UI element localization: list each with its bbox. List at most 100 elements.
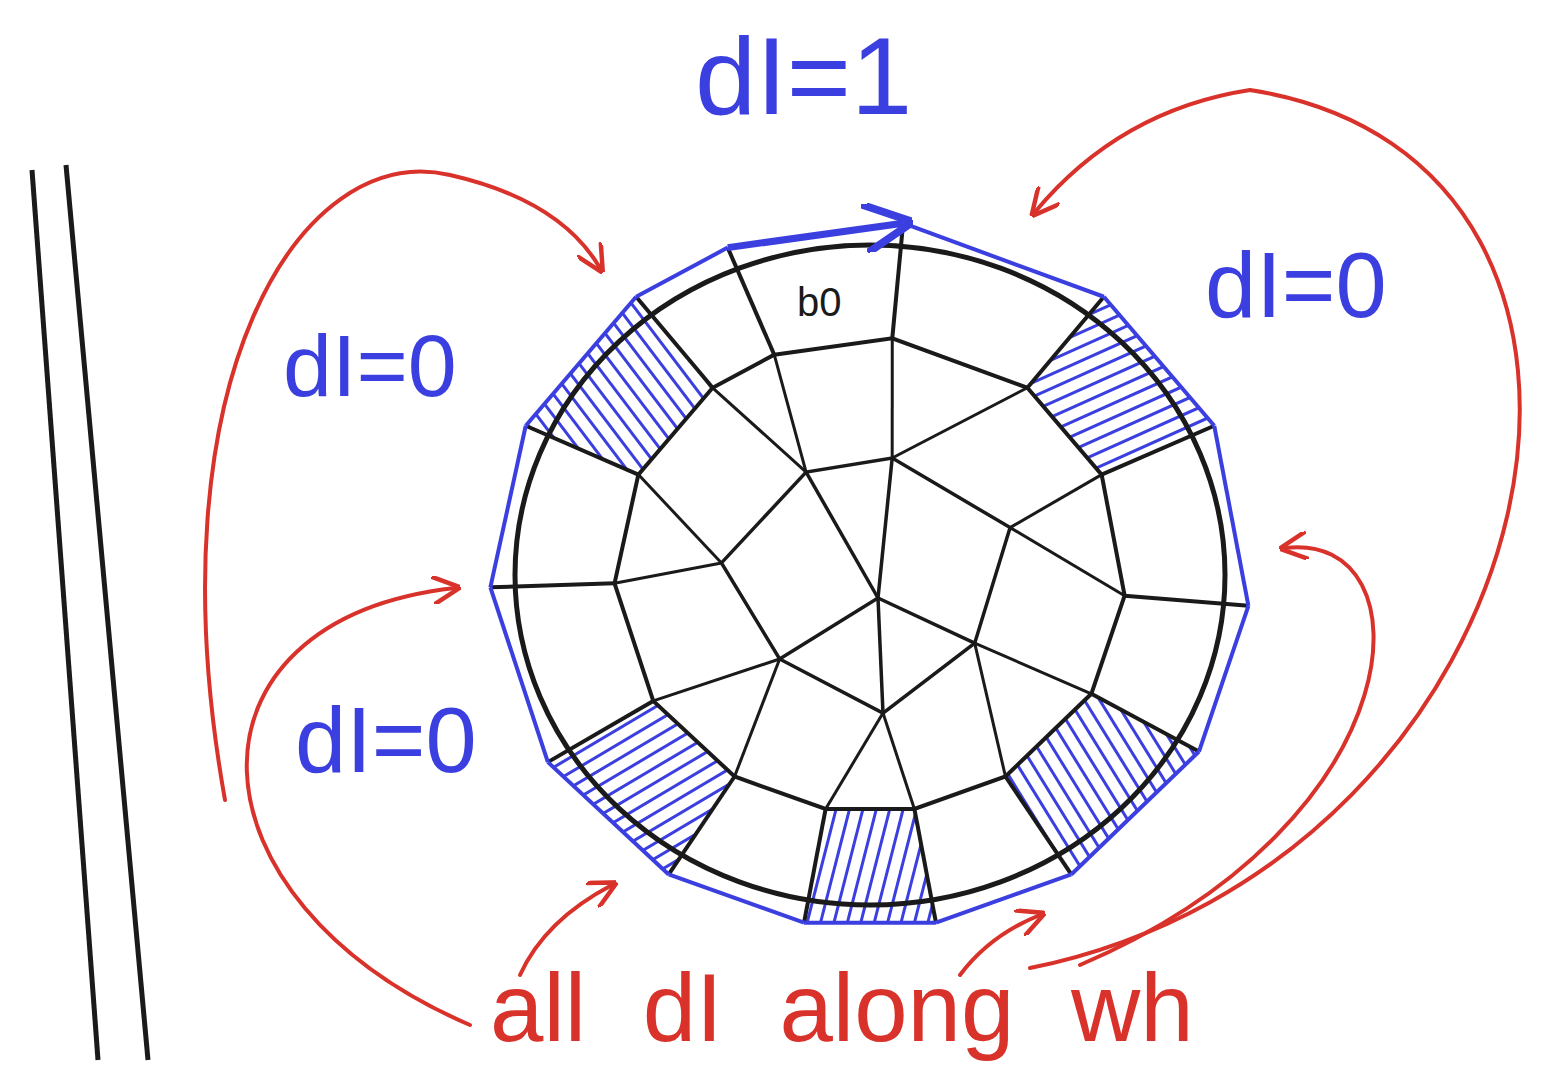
- boundary-segment: [936, 874, 1071, 922]
- map-edge: [891, 338, 894, 458]
- hatch-line: [522, 764, 866, 968]
- boundary-segment: [804, 921, 936, 925]
- map-edge: [669, 776, 735, 874]
- hatch-line: [425, 289, 667, 608]
- hatch-line: [509, 741, 853, 945]
- map-edge: [883, 713, 914, 809]
- hatch-line: [611, 148, 853, 467]
- map-edge: [653, 659, 779, 701]
- hatch-line: [951, 341, 1316, 505]
- boundary-segment: [1199, 606, 1248, 752]
- hatch-line: [455, 652, 799, 856]
- boundary-arrow: [728, 223, 903, 247]
- hatch-line: [1052, 574, 1262, 914]
- boundary-label: dI=0: [295, 690, 477, 791]
- hatch-line: [495, 719, 839, 923]
- boundary-label: dI=0: [283, 318, 457, 415]
- map-edge: [713, 388, 806, 472]
- boundary-segment: [1214, 426, 1248, 606]
- face-label: b0: [797, 280, 842, 324]
- hatch-line: [449, 641, 793, 845]
- hatch-line: [446, 273, 688, 592]
- map-edge: [615, 563, 722, 583]
- map-edge: [1005, 776, 1071, 874]
- disk-boundary: [515, 245, 1225, 905]
- map-edge: [878, 598, 975, 643]
- hatch-line: [518, 218, 760, 537]
- hatch-line: [456, 266, 698, 585]
- hatch-line: [871, 163, 1236, 327]
- hatch-line: [876, 175, 1241, 339]
- map-edge: [728, 248, 775, 355]
- hatch-line: [964, 628, 1174, 968]
- hatch-line: [591, 164, 833, 483]
- map-edge: [780, 598, 878, 659]
- hatch-line: [1108, 540, 1318, 880]
- hatch-line: [953, 635, 1163, 975]
- red-arrow: [205, 172, 600, 800]
- red-arrow: [1030, 90, 1520, 968]
- map-edge: [975, 643, 1092, 694]
- hatch-line: [982, 412, 1347, 576]
- margin-line: [66, 165, 148, 1060]
- map-edge: [526, 426, 639, 475]
- map-edge: [1125, 596, 1249, 606]
- hatch-line: [580, 171, 822, 490]
- hatch-line: [570, 179, 812, 498]
- hatch-line: [515, 752, 859, 956]
- map-edge: [878, 458, 892, 598]
- hatch-line: [945, 329, 1310, 493]
- red-arrow: [247, 588, 470, 1025]
- hatch-line: [972, 389, 1337, 553]
- map-edge: [804, 809, 826, 923]
- map-edge: [878, 598, 883, 713]
- map-edge: [735, 659, 780, 776]
- hatch-line: [539, 203, 781, 522]
- hatch-line: [1085, 553, 1295, 893]
- map-edge: [1010, 528, 1125, 596]
- hatch-line: [881, 187, 1246, 351]
- boundary-label: dI=0: [1205, 235, 1387, 336]
- hatch-line: [1074, 560, 1284, 900]
- boundary-segment: [669, 874, 804, 922]
- map-edge: [806, 472, 878, 598]
- map-edge: [638, 475, 721, 563]
- map-edge: [975, 643, 1006, 776]
- hatch-line: [436, 618, 780, 822]
- map-edge: [490, 583, 614, 587]
- hatch-line: [462, 663, 806, 867]
- map-edge: [1010, 475, 1102, 528]
- hatch-line: [993, 436, 1358, 600]
- hatch-line: [956, 353, 1321, 517]
- note-text: all dI along wh: [490, 955, 1194, 1061]
- boundary-segment: [903, 223, 1104, 297]
- map-edge: [892, 388, 1027, 458]
- hatch-line: [988, 424, 1353, 588]
- boundary-segment: [490, 587, 547, 762]
- map-edge: [615, 338, 1125, 809]
- red-arrow: [1080, 547, 1374, 965]
- boundary-segment: [490, 426, 525, 588]
- boundary-segment: [526, 297, 636, 426]
- map-edge: [1091, 694, 1199, 752]
- map-edge: [548, 701, 653, 762]
- hatch-line: [1063, 567, 1273, 907]
- hatch-line: [975, 622, 1185, 962]
- map-edge: [636, 297, 712, 388]
- hatch-line: [998, 448, 1363, 612]
- boundary-segment: [636, 248, 728, 297]
- map-edge: [892, 223, 903, 338]
- hatch-line: [508, 226, 750, 545]
- hatch-line: [967, 377, 1332, 541]
- map-edge: [1102, 426, 1215, 475]
- hatch-line: [1008, 601, 1218, 941]
- margin-line: [32, 170, 98, 1060]
- map-edge: [914, 809, 936, 923]
- map-edge: [826, 713, 883, 809]
- map-edge: [1027, 297, 1103, 388]
- map-edge: [721, 458, 1010, 713]
- hatch-line: [482, 696, 826, 900]
- hatch-line: [601, 156, 843, 475]
- hatch-line: [435, 281, 677, 600]
